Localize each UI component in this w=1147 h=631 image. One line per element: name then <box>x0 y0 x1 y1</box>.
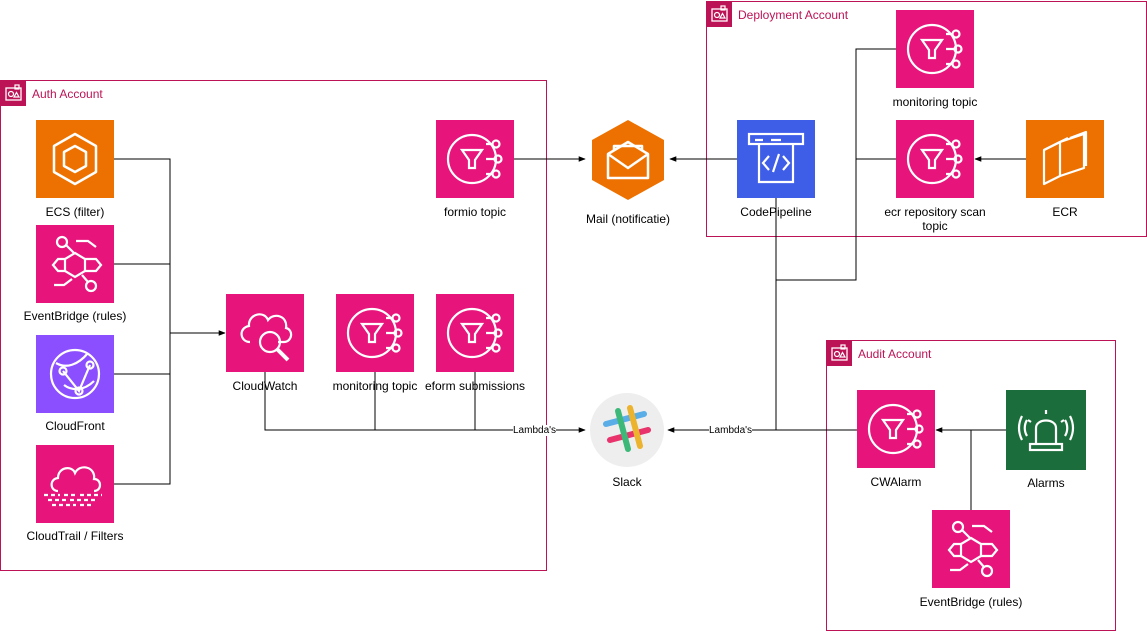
sns-topic-icon <box>867 403 924 455</box>
ecr-node[interactable] <box>1026 120 1104 198</box>
eventbridge-auth-node[interactable] <box>36 225 114 303</box>
cwalarm-node[interactable] <box>857 390 935 468</box>
formio-topic-label: formio topic <box>443 205 507 219</box>
ecs-label: ECS (filter) <box>45 205 105 219</box>
slack-label: Slack <box>612 475 642 489</box>
monitoring-topic-auth-node[interactable] <box>336 294 414 372</box>
account-group-icon <box>827 341 852 366</box>
edge-ecs-cloudwatch <box>114 158 171 333</box>
eform-submissions-node[interactable] <box>436 294 514 372</box>
edge-cloudwatch-slack <box>264 372 586 433</box>
ecr-topic-node[interactable] <box>896 120 974 198</box>
audit-account-title: Audit Account <box>858 347 932 361</box>
eventbridge-audit-label: EventBridge (rules) <box>919 595 1023 609</box>
eventbridge-icon <box>947 520 999 578</box>
monitoring-topic-deploy-label: monitoring topic <box>892 95 978 109</box>
eventbridge-auth-label: EventBridge (rules) <box>23 309 127 323</box>
sns-topic-icon <box>446 133 503 185</box>
codepipeline-node[interactable] <box>737 120 815 198</box>
cloudtrail-label: CloudTrail / Filters <box>26 529 124 543</box>
codepipeline-label: CodePipeline <box>740 205 812 219</box>
ecr-icon <box>1042 130 1088 186</box>
cloudfront-node[interactable] <box>36 335 114 413</box>
edge-cloudtrail-cloudwatch <box>114 333 171 485</box>
eventbridge-audit-node[interactable] <box>932 510 1010 588</box>
alarms-node[interactable] <box>1006 390 1086 470</box>
cloudwatch-label: CloudWatch <box>232 379 298 393</box>
eventbridge-icon <box>51 235 103 293</box>
deployment-account-title: Deployment Account <box>738 8 849 22</box>
ecs-icon <box>52 132 98 186</box>
cloudfront-label: CloudFront <box>45 419 105 433</box>
slack-node[interactable] <box>590 393 664 467</box>
formio-topic-node[interactable] <box>436 120 514 198</box>
sns-topic-icon <box>906 133 963 185</box>
codepipeline-icon <box>747 132 805 184</box>
sns-topic-icon <box>906 23 963 75</box>
account-group-icon <box>707 2 732 27</box>
mail-node[interactable] <box>586 118 670 202</box>
cwalarm-label: CWAlarm <box>870 475 922 489</box>
mail-icon <box>592 120 664 200</box>
mail-label: Mail (notificatie) <box>585 212 671 226</box>
ecr-topic-label: ecr repository scan topic <box>884 205 986 233</box>
cloudwatch-node[interactable] <box>226 294 304 372</box>
cloudtrail-icon <box>44 466 102 507</box>
cloudfront-icon <box>49 348 101 400</box>
account-group-icon <box>1 81 26 106</box>
ecs-node[interactable] <box>36 120 114 198</box>
auth-account-group: Auth Account <box>0 80 547 571</box>
auth-account-title: Auth Account <box>32 87 103 101</box>
edge-monitoring-deploy <box>776 48 896 281</box>
slack-icon <box>590 393 664 467</box>
lambdas-label-left: Lambda's <box>513 425 557 436</box>
alarms-label: Alarms <box>1027 476 1065 490</box>
lambdas-label-right: Lambda's <box>709 425 753 436</box>
sns-topic-icon <box>346 307 403 359</box>
ecr-label: ECR <box>1052 205 1078 219</box>
cloudwatch-icon <box>240 313 293 362</box>
eform-submissions-label: eform submissions <box>424 379 526 393</box>
alarm-icon <box>1017 410 1075 452</box>
monitoring-topic-deploy-node[interactable] <box>896 10 974 88</box>
cloudtrail-node[interactable] <box>36 445 114 523</box>
sns-topic-icon <box>446 307 503 359</box>
monitoring-topic-auth-label: monitoring topic <box>332 379 418 393</box>
